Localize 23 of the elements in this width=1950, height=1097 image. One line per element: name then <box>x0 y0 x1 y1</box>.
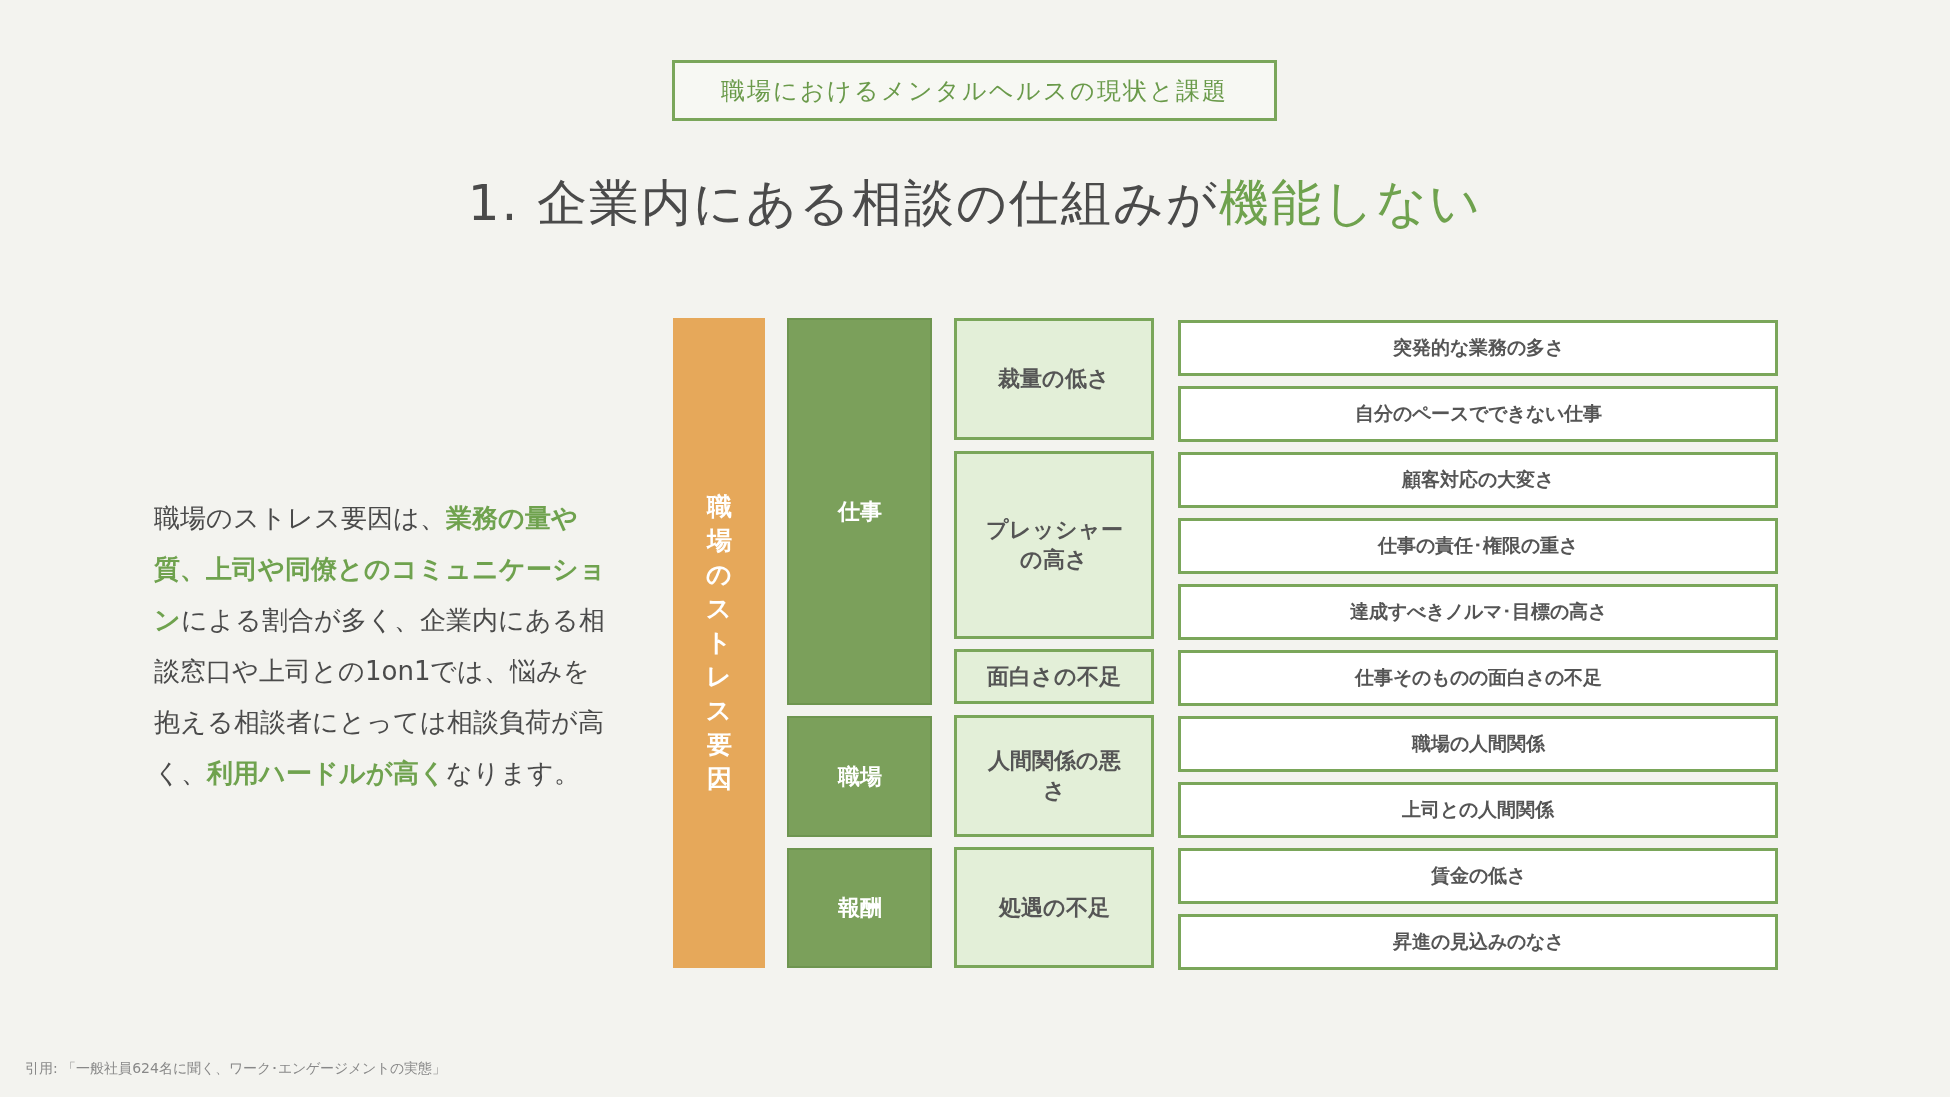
header-box: 職場におけるメンタルヘルスの現状と課題 <box>672 60 1277 121</box>
detail-box: 達成すべきノルマ･目標の高さ <box>1178 584 1778 640</box>
category-box: 仕事 <box>787 318 932 705</box>
detail-box: 仕事の責任･権限の重さ <box>1178 518 1778 574</box>
factor-box: 面白さの不足 <box>954 649 1154 704</box>
detail-box: 仕事そのものの面白さの不足 <box>1178 650 1778 706</box>
detail-box: 上司との人間関係 <box>1178 782 1778 838</box>
factor-box: 裁量の低さ <box>954 318 1154 440</box>
factor-box: 処遇の不足 <box>954 847 1154 968</box>
factor-box: 人間関係の悪さ <box>954 715 1154 837</box>
detail-box: 昇進の見込みのなさ <box>1178 914 1778 970</box>
factor-box: プレッシャーの高さ <box>954 451 1154 639</box>
body-paragraph: 職場のストレス要因は、業務の量や質、上司や同僚とのコミュニケーションによる割合が多く、企業内にある相談窓口や上司との1on1では、悩みを抱える相談者にとっては相談負荷が高く、利用ハードルが高くなります。 <box>154 502 607 790</box>
detail-box: 顧客対応の大変さ <box>1178 452 1778 508</box>
category-box: 職場 <box>787 716 932 837</box>
detail-box: 突発的な業務の多さ <box>1178 320 1778 376</box>
slide-title: 1. 企業内にある相談の仕組みが機能しない <box>466 173 1484 234</box>
detail-box: 賃金の低さ <box>1178 848 1778 904</box>
citation-text: 引用: 「一般社員624名に聞く、ワーク･エンゲージメントの実態」 <box>25 1060 446 1078</box>
category-bar: 職場のストレス要因 <box>673 318 765 968</box>
category-box: 報酬 <box>787 848 932 968</box>
detail-box: 自分のペースでできない仕事 <box>1178 386 1778 442</box>
detail-box: 職場の人間関係 <box>1178 716 1778 772</box>
